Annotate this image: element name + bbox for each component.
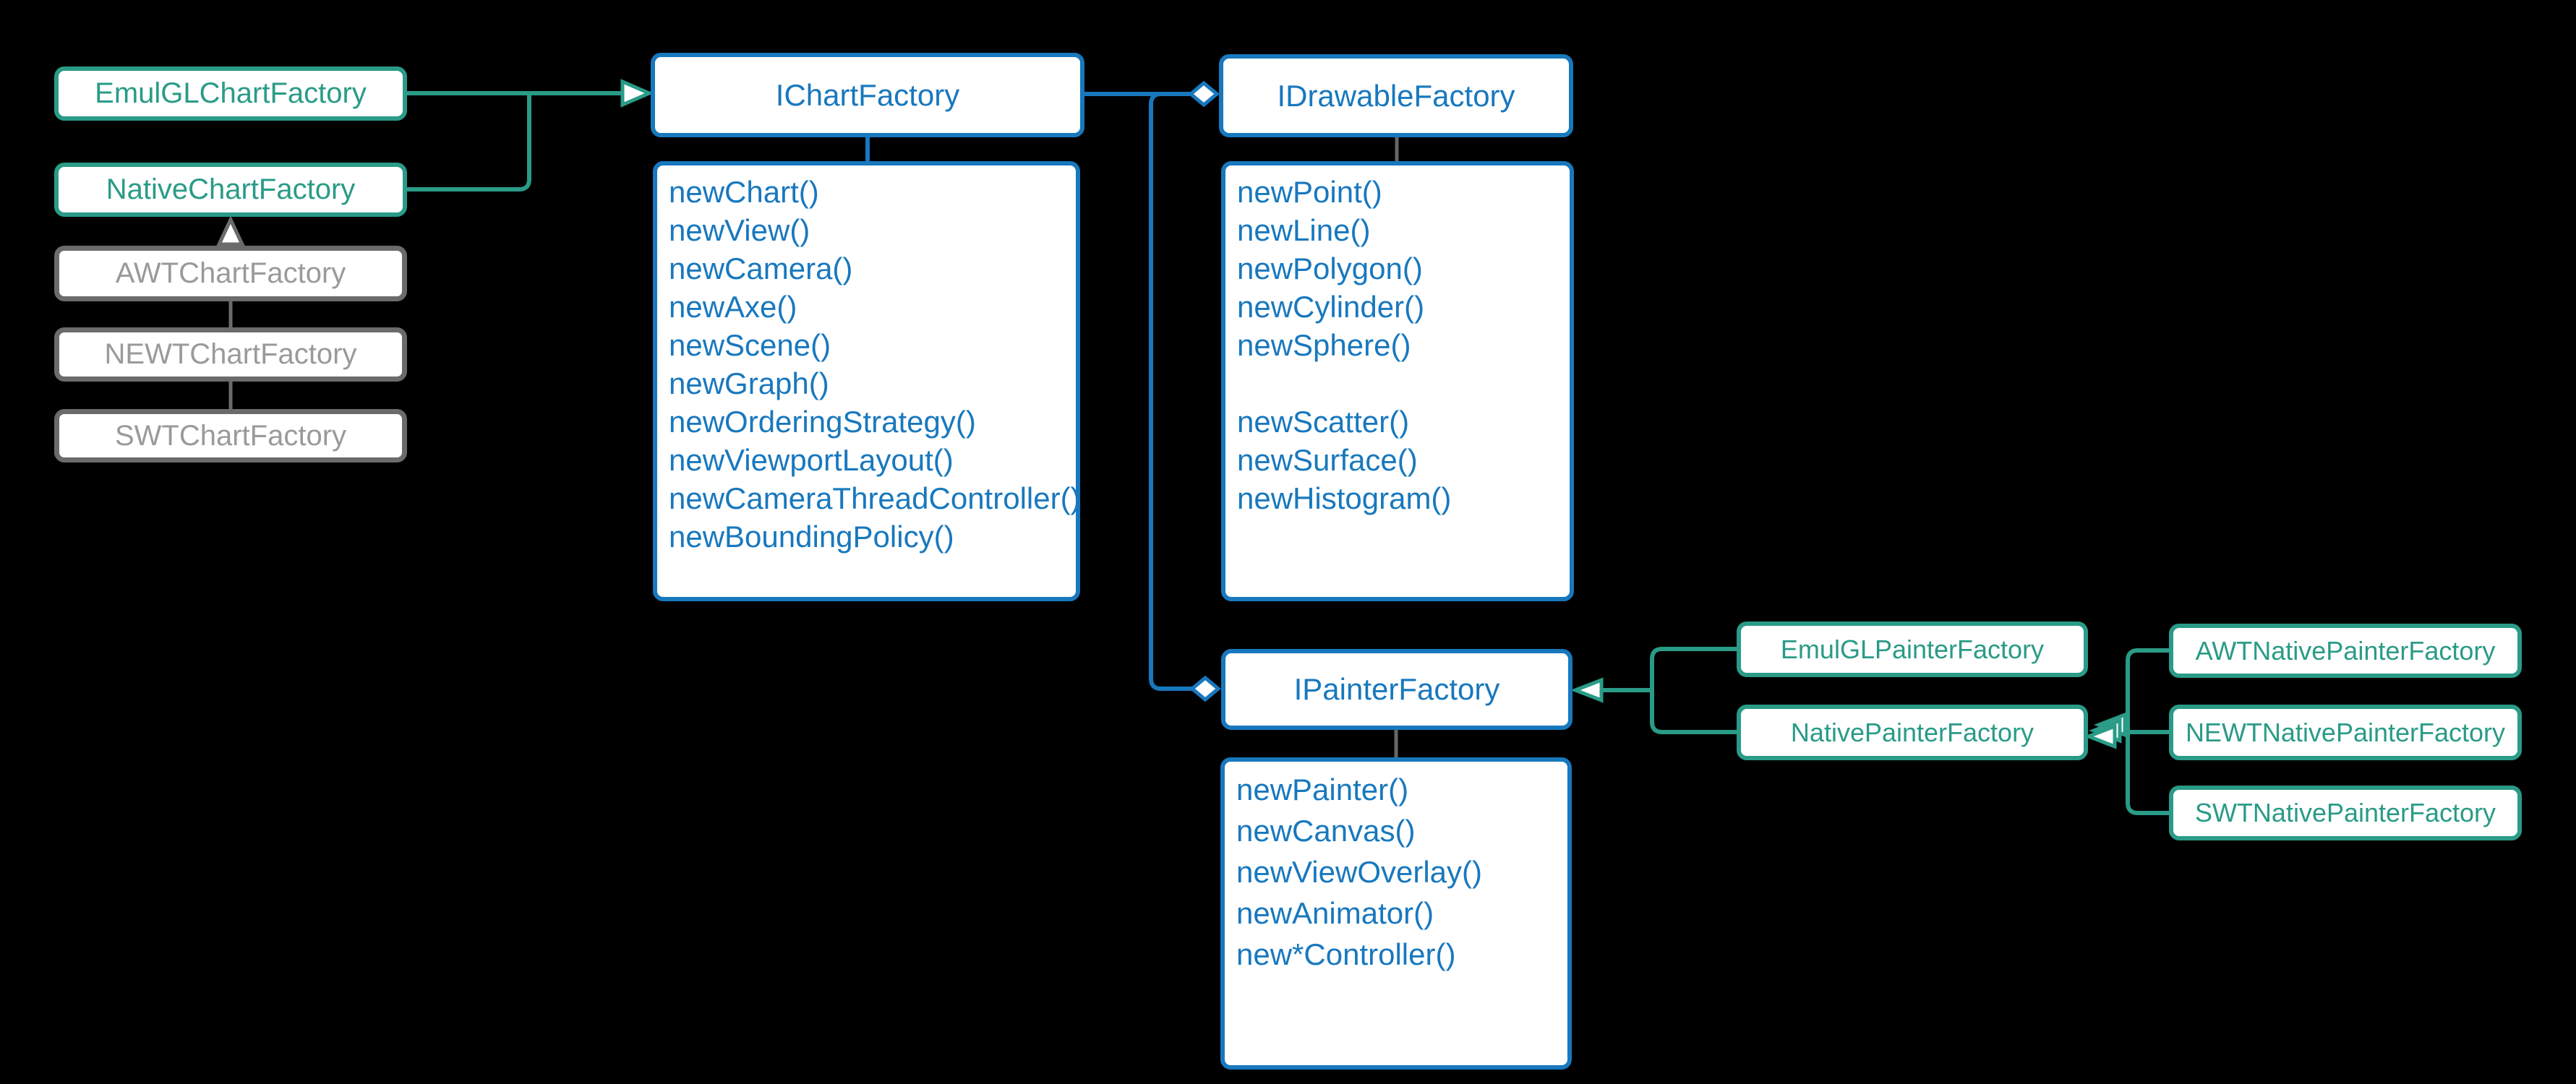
method-item: newView()	[669, 213, 810, 247]
method-item: newAnimator()	[1236, 896, 1434, 930]
class-box-swtnativepainterfactory: SWTNativePainterFactory	[2169, 786, 2522, 840]
method-item: newHistogram()	[1237, 481, 1452, 515]
method-item: newScatter()	[1237, 405, 1410, 439]
interface-title-label: IPainterFactory	[1293, 672, 1500, 706]
class-label: NativePainterFactory	[1790, 717, 2034, 747]
class-label: AWTNativePainterFactory	[2195, 635, 2496, 666]
interface-methods-idrawablefactory: newPoint() newLine() newPolygon() newCyl…	[1221, 161, 1574, 601]
method-item: newCameraThreadController()	[669, 481, 1081, 515]
edge-ichartfactory-ipainterfactory	[1149, 92, 1192, 691]
edge-awt-swt-trunk	[2126, 648, 2169, 815]
method-item: newGraph()	[669, 366, 829, 400]
interface-title-ichartfactory: IChartFactory	[651, 53, 1084, 137]
interface-title-ipainterfactory: IPainterFactory	[1221, 649, 1572, 730]
method-item: newCylinder()	[1237, 290, 1425, 324]
generalization-arrowhead-nativepainter-1	[2084, 723, 2117, 749]
method-item: newPainter()	[1236, 773, 1409, 806]
class-box-awtchartfactory: AWTChartFactory	[54, 246, 407, 301]
class-label: AWTChartFactory	[115, 257, 346, 289]
method-item: newSphere()	[1237, 328, 1411, 362]
method-item: newSurface()	[1237, 443, 1418, 477]
interface-title-label: IDrawableFactory	[1277, 78, 1515, 113]
edge-painterimpls-branch	[1650, 647, 1737, 734]
class-label: EmulGLChartFactory	[95, 77, 367, 109]
class-box-newtchartfactory: NEWTChartFactory	[54, 327, 407, 382]
method-item: newViewOverlay()	[1236, 855, 1482, 889]
method-item: newLine()	[1237, 213, 1371, 247]
method-item: new*Controller()	[1236, 937, 1456, 971]
class-label: SWTChartFactory	[114, 419, 347, 452]
method-item: newCamera()	[669, 251, 853, 285]
edge-nativechartfactory-ichartfactory	[407, 93, 531, 192]
class-label: NEWTNativePainterFactory	[2185, 717, 2506, 747]
method-item: newPoint()	[1237, 175, 1382, 209]
class-label: EmulGLPainterFactory	[1780, 634, 2045, 664]
method-item: newBoundingPolicy()	[669, 520, 954, 554]
aggregation-diamond-ipainterfactory	[1189, 675, 1221, 702]
method-item: newViewportLayout()	[669, 443, 954, 477]
class-label: NEWTChartFactory	[104, 338, 357, 370]
interface-methods-ipainterfactory: newPainter() newCanvas() newViewOverlay(…	[1220, 757, 1572, 1070]
realization-arrowhead-ipainterfactory	[1570, 677, 1604, 703]
method-item: newCanvas()	[1236, 814, 1416, 848]
aggregation-diamond-idrawablefactory	[1188, 80, 1220, 108]
generalization-arrowhead-nativechartfactory	[216, 215, 245, 246]
class-box-emulglpainterfactory: EmulGLPainterFactory	[1737, 621, 2088, 677]
class-label: SWTNativePainterFactory	[2194, 798, 2496, 827]
method-item: newPolygon()	[1237, 251, 1423, 285]
class-label: NativeChartFactory	[106, 173, 356, 205]
method-item: newOrderingStrategy()	[669, 405, 976, 439]
method-item: newScene()	[669, 328, 831, 362]
interface-methods-ichartfactory: newChart() newView() newCamera() newAxe(…	[653, 161, 1081, 601]
class-box-emulglchartfactory: EmulGLChartFactory	[54, 66, 407, 121]
method-item: newChart()	[669, 175, 819, 209]
interface-title-label: IChartFactory	[775, 77, 960, 112]
class-box-swtchartfactory: SWTChartFactory	[54, 409, 407, 463]
method-item: newAxe()	[669, 290, 797, 324]
class-box-awtnativepainterfactory: AWTNativePainterFactory	[2169, 624, 2522, 678]
class-box-nativechartfactory: NativeChartFactory	[54, 163, 407, 217]
interface-title-idrawablefactory: IDrawableFactory	[1219, 54, 1573, 137]
realization-arrowhead-ichartfactory	[620, 79, 654, 108]
class-box-nativepainterfactory: NativePainterFactory	[1737, 705, 2088, 760]
class-box-newtnativepainterfactory: NEWTNativePainterFactory	[2169, 705, 2522, 760]
method-item-spacer	[1237, 364, 1570, 403]
